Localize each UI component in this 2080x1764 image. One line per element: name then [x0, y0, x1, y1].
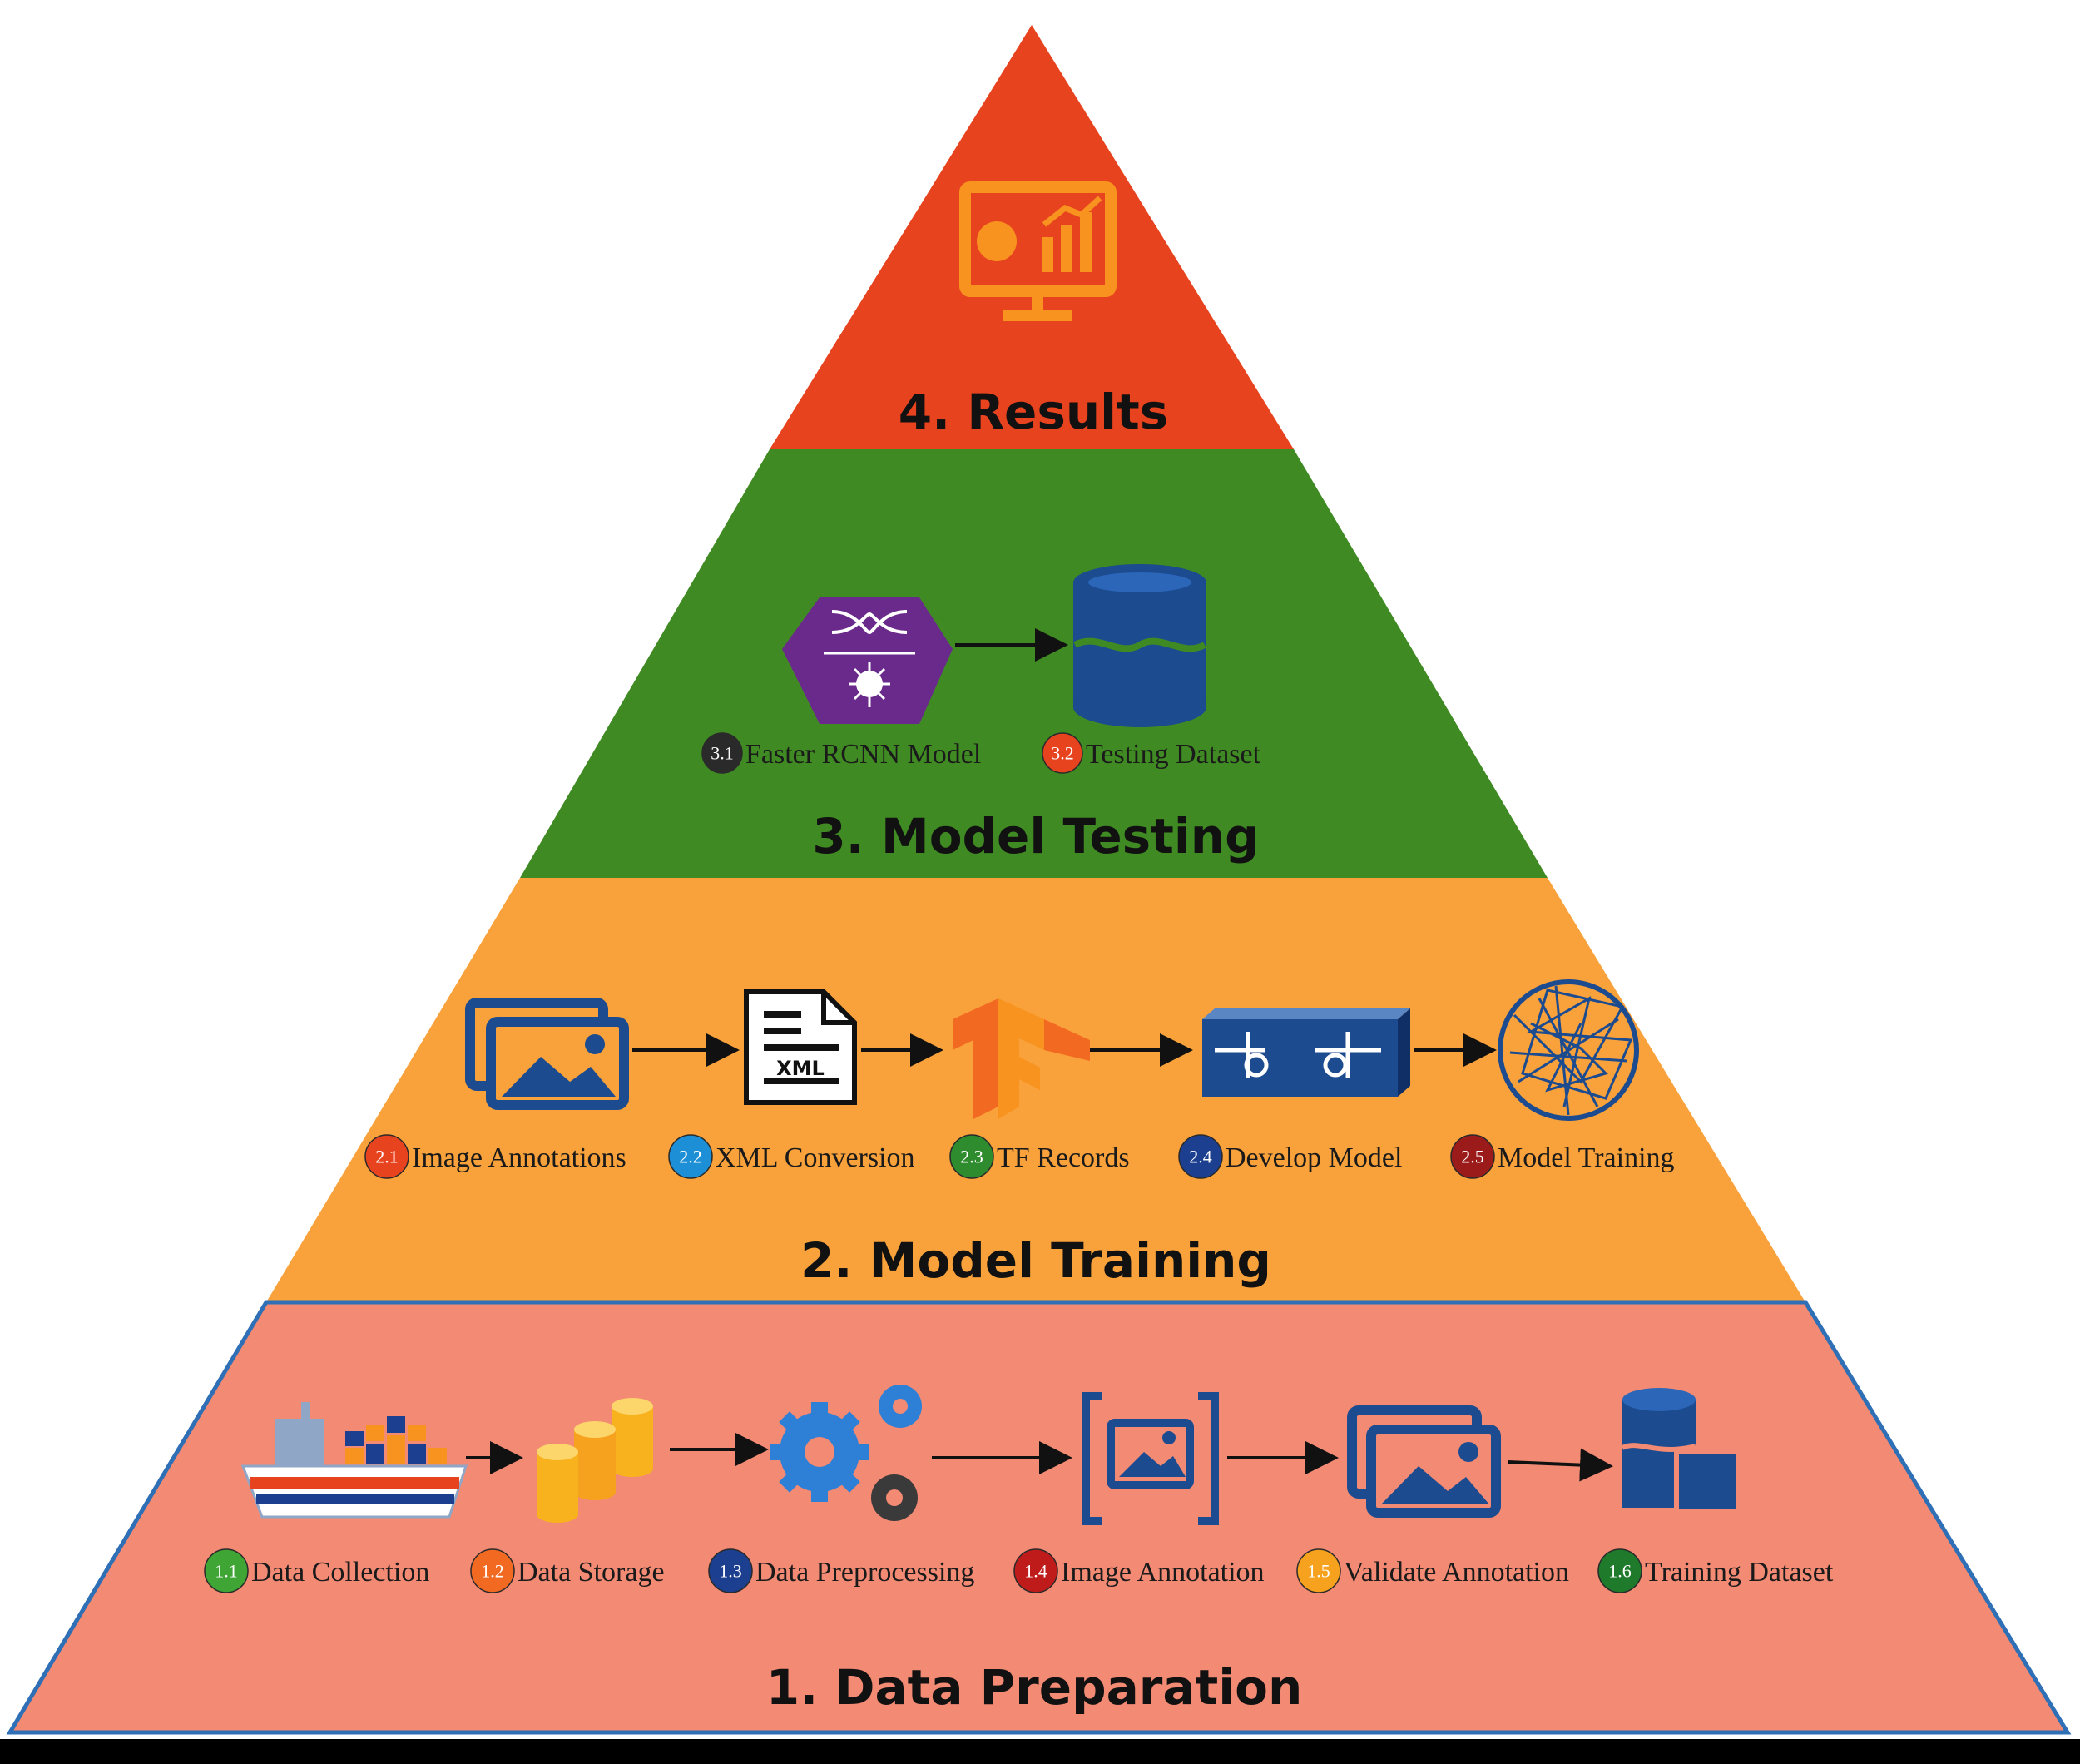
model-training-layer	[266, 878, 1805, 1302]
step-label: XML Conversion	[716, 1142, 915, 1173]
image-frame-icon	[1082, 1392, 1219, 1525]
network-globe-icon	[1498, 979, 1639, 1121]
step-label: Develop Model	[1226, 1142, 1402, 1173]
testing-steps: 3.1 Faster RCNN Model 3.2 Testing Dataset	[701, 732, 1261, 774]
step-badge-2-1	[364, 1134, 409, 1179]
data-preparation-title: 1. Data Preparation	[766, 1659, 1303, 1716]
xml-file-icon: XML	[744, 989, 857, 1105]
tensorflow-icon	[953, 998, 1090, 1119]
step-label: TF Records	[997, 1142, 1130, 1173]
model-testing-layer	[520, 449, 1548, 878]
preparation-steps: 1.1 Data Collection 1.2 Data Storage 1.3 Data…	[204, 1548, 1834, 1593]
storage-cylinders-icon	[537, 1398, 653, 1523]
gears-icon	[770, 1385, 922, 1521]
step-badge-1-3	[708, 1548, 753, 1593]
model-testing-title: 3. Model Testing	[812, 808, 1259, 865]
step-badge-2-3	[949, 1134, 994, 1179]
model-training-title: 2. Model Training	[800, 1232, 1271, 1289]
step-number: 2.4	[1189, 1147, 1212, 1167]
step-number: 1.4	[1024, 1561, 1047, 1582]
cargo-ship-icon	[240, 1402, 468, 1519]
step-label: Validate Annotation	[1344, 1557, 1569, 1588]
database-icon	[1073, 564, 1206, 727]
step-badge-2-5	[1450, 1134, 1495, 1179]
step-label: Model Training	[1498, 1142, 1675, 1173]
monitor-chart-icon	[959, 181, 1117, 321]
step-badge-3-1	[701, 732, 743, 774]
step-number: 2.5	[1461, 1147, 1484, 1167]
svg-text:XML: XML	[776, 1057, 825, 1080]
step-number: 2.3	[960, 1147, 983, 1167]
step-label: Testing Dataset	[1086, 739, 1261, 770]
step-number: 3.1	[711, 743, 734, 764]
step-label: Image Annotations	[412, 1142, 626, 1173]
model-box-icon	[1202, 1008, 1410, 1097]
step-badge-2-4	[1178, 1134, 1223, 1179]
step-badge-1-1	[204, 1548, 249, 1593]
image-stack-icon	[1347, 1405, 1501, 1518]
dataset-icon	[1621, 1388, 1741, 1514]
step-number: 1.1	[215, 1561, 238, 1582]
results-layer	[770, 25, 1294, 449]
training-steps: 2.1 Image Annotations 2.2 XML Conversion 2.3…	[364, 1134, 1675, 1179]
step-label: Image Annotation	[1061, 1557, 1265, 1588]
step-number: 1.2	[481, 1561, 504, 1582]
step-badge-2-2	[668, 1134, 713, 1179]
step-badge-1-6	[1597, 1548, 1642, 1593]
step-number: 1.5	[1307, 1561, 1330, 1582]
step-badge-1-5	[1296, 1548, 1341, 1593]
image-stack-icon	[465, 998, 629, 1110]
step-number: 2.2	[679, 1147, 702, 1167]
step-label: Data Collection	[251, 1557, 429, 1588]
bottom-band	[0, 1739, 2080, 1764]
step-badge-1-2	[470, 1548, 515, 1593]
step-badge-3-2	[1042, 732, 1083, 774]
step-label: Training Dataset	[1645, 1557, 1834, 1588]
step-label: Data Storage	[518, 1557, 665, 1588]
step-label: Faster RCNN Model	[745, 739, 981, 770]
step-number: 1.3	[719, 1561, 742, 1582]
results-title: 4. Results	[899, 384, 1169, 440]
step-number: 1.6	[1608, 1561, 1632, 1582]
step-badge-1-4	[1013, 1548, 1058, 1593]
neural-model-hexagon-icon	[782, 597, 953, 724]
step-label: Data Preprocessing	[755, 1557, 974, 1588]
step-number: 2.1	[375, 1147, 399, 1167]
step-number: 3.2	[1051, 743, 1074, 764]
